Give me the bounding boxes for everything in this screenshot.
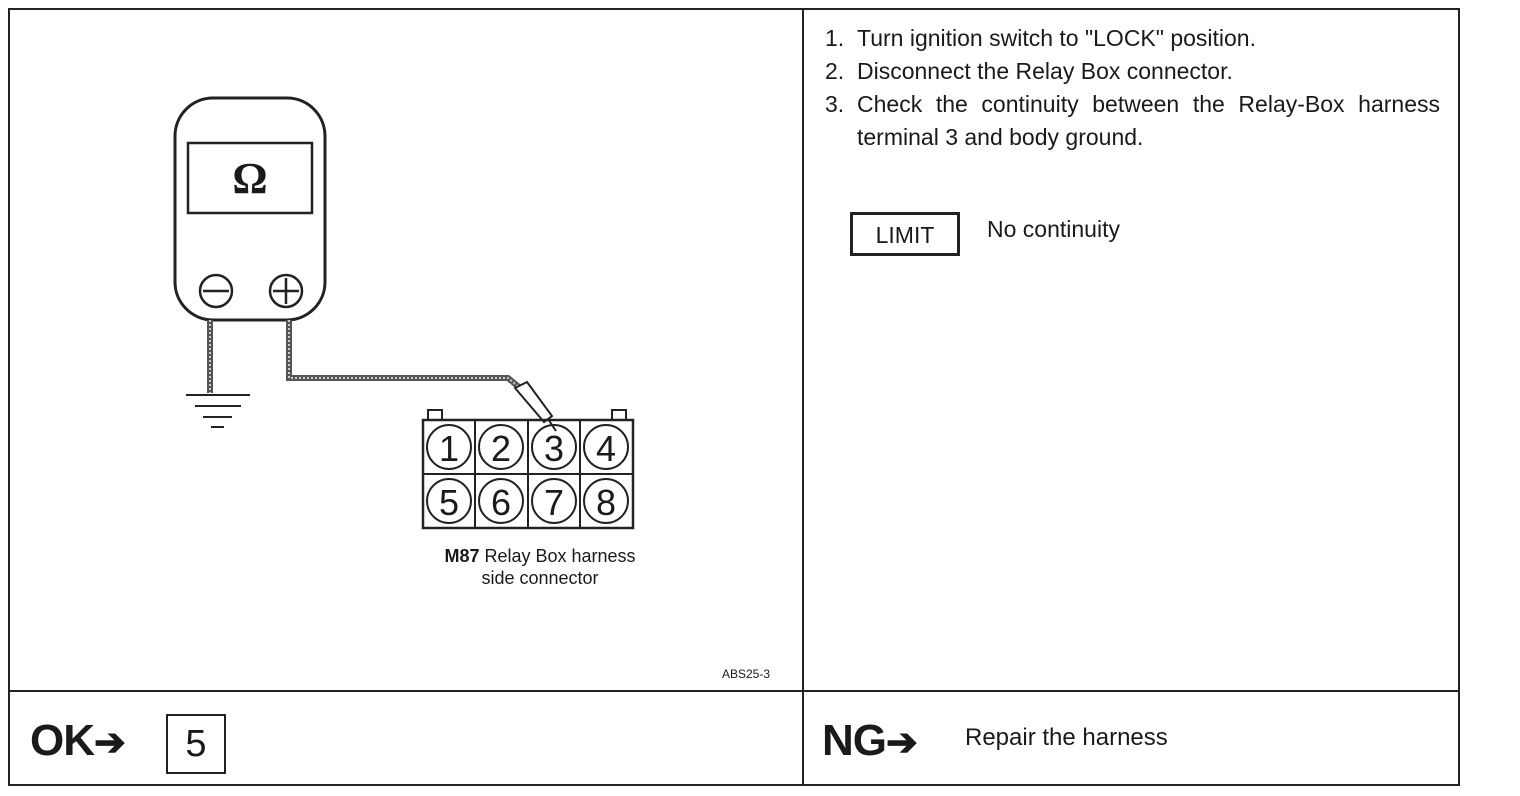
ohm-icon: Ω [232,154,267,203]
ng-action: Repair the harness [965,724,1168,751]
step-number: 1. [825,25,845,51]
step-item: 2. Disconnect the Relay Box connector. [825,55,1440,88]
page-frame [8,8,1460,786]
connector-id: M87 [444,546,480,566]
ng-result: NG➔ [822,716,918,766]
pin-3-label: 3 [544,428,564,469]
connector-caption: M87 Relay Box harness side connector [410,545,670,589]
probe-lead-wire [286,320,527,395]
procedure-steps: 1. Turn ignition switch to "LOCK" positio… [825,22,1440,154]
column-divider [802,8,804,786]
ok-target-step: 5 [166,714,226,774]
meter-display [186,141,314,215]
step-text: Turn ignition switch to "LOCK" position. [857,25,1256,51]
step-text: Check the continuity between the Relay-B… [857,91,1440,150]
ok-label: OK [30,716,95,765]
ng-label: NG [822,716,887,765]
step-item: 3. Check the continuity between the Relay… [825,88,1440,154]
probe-icon [513,380,557,432]
ground-icon [186,394,250,428]
plus-terminal-icon [268,273,304,309]
ohmmeter-diagram: Ω 1 2 3 4 5 [173,96,635,530]
ok-result: OK➔ [30,716,126,766]
pin-8-label: 8 [596,482,616,523]
pin-7-label: 7 [544,482,564,523]
row-divider [8,690,1460,692]
limit-label: LIMIT [850,212,960,256]
caption-line-2: side connector [481,568,599,588]
ok-arrow-icon: ➔ [94,722,126,764]
caption-line-1: Relay Box harness [479,546,636,566]
step-number: 3. [825,91,845,117]
pin-2-label: 2 [491,428,511,469]
step-item: 1. Turn ignition switch to "LOCK" positio… [825,22,1440,55]
limit-value: No continuity [987,216,1120,242]
pin-6-label: 6 [491,482,511,523]
relay-box-connector: 1 2 3 4 5 6 7 8 [421,409,635,530]
figure-id: ABS25-3 [722,667,771,681]
pin-1-label: 1 [439,428,459,469]
ng-arrow-icon: ➔ [886,722,918,764]
step-text: Disconnect the Relay Box connector. [857,58,1233,84]
ohmmeter-body [173,96,327,322]
pin-4-label: 4 [596,428,616,469]
pin-5-label: 5 [439,482,459,523]
step-number: 2. [825,58,845,84]
minus-terminal-icon [198,273,234,309]
